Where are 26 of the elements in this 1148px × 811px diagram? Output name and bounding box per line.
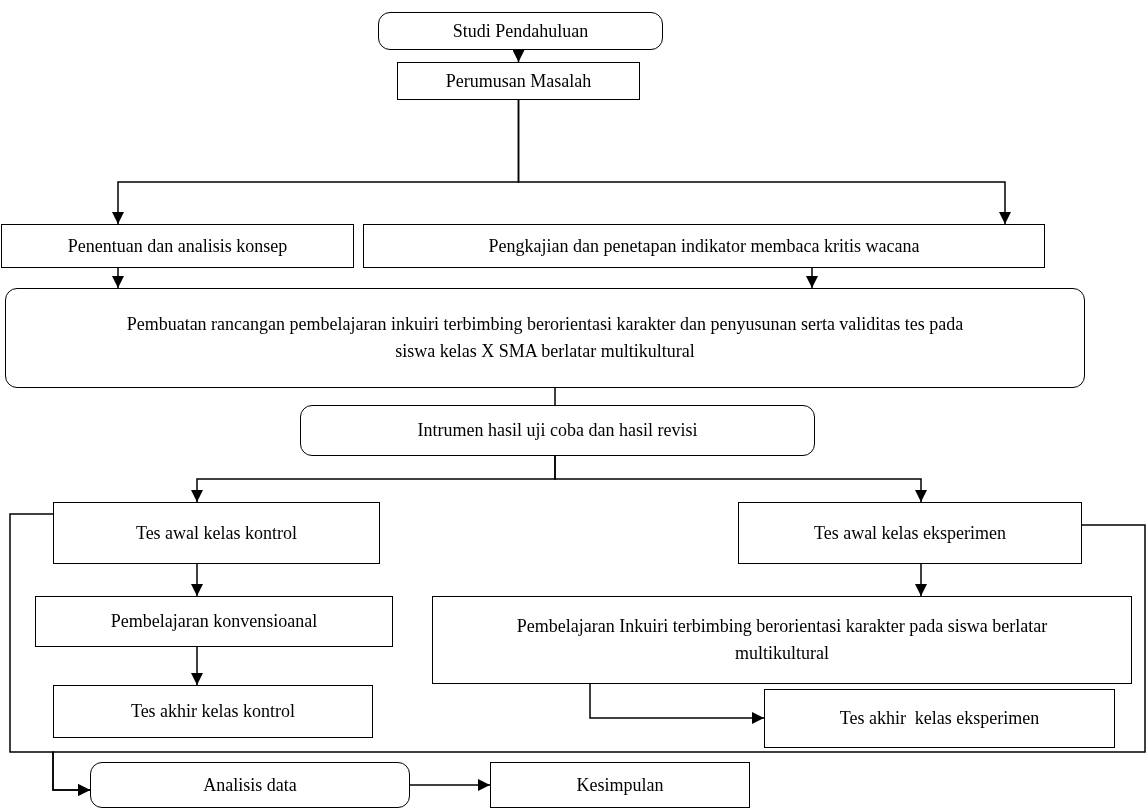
process-box: Penentuan dan analisis konsep [1,224,354,268]
arrow [191,646,203,686]
arrow [915,563,927,597]
process-box: Tes awal kelas kontrol [53,502,380,564]
process-box: Tes awal kelas eksperimen [738,502,1082,564]
process-box: Kesimpulan [490,762,750,808]
rounded-process-box: Intrumen hasil uji coba dan hasil revisi [300,405,815,456]
process-box: Perumusan Masalah [397,62,640,100]
arrow [409,779,491,791]
rounded-process-box: Studi Pendahuluan [378,12,663,50]
arrow [112,267,124,289]
process-box: Pembelajaran Inkuiri terbimbing berorientasi karakter pada siswa berlatar multikultural [432,596,1132,684]
arrow [191,563,203,597]
arrow [589,683,765,724]
rounded-process-box: Pembuatan rancangan pembelajaran inkuiri terbimbing berorientasi karakter dan penyusunan serta validitas tes pada siswa kelas X SMA berlatar multikultural [5,288,1085,388]
process-box: Pembelajaran konvensioanal [35,596,393,647]
arrow [554,455,927,503]
rounded-process-box: Analisis data [90,762,410,808]
arrow [52,524,1146,796]
process-box: Tes akhir kelas eksperimen [764,689,1115,748]
arrow [517,99,1011,225]
process-box: Tes akhir kelas kontrol [53,685,373,738]
connector-line [554,387,556,406]
process-box: Pengkajian dan penetapan indikator membaca kritis wacana [363,224,1045,268]
arrow [806,267,818,289]
arrow [512,49,525,63]
